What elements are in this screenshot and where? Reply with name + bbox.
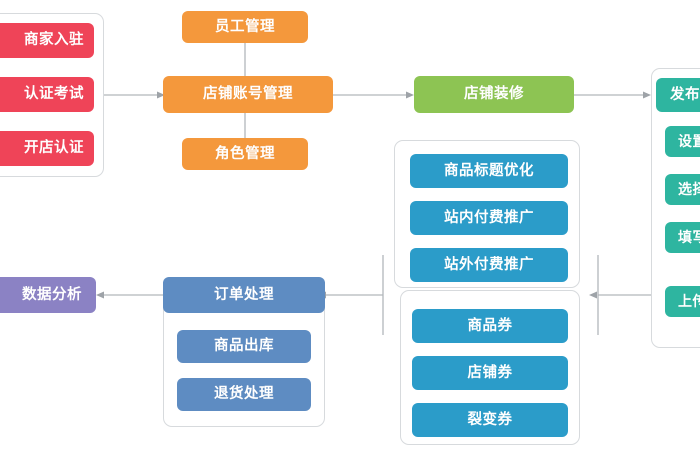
node-shop-coupon[interactable]: 店铺券 bbox=[412, 356, 568, 390]
node-title-optimization[interactable]: 商品标题优化 bbox=[410, 154, 568, 188]
node-shop-decoration[interactable]: 店铺装修 bbox=[414, 76, 574, 113]
arrowhead-analysis bbox=[96, 291, 104, 299]
node-upload-product[interactable]: 上传商品 bbox=[665, 286, 700, 317]
node-select-attribute[interactable]: 选择属性 bbox=[665, 174, 700, 205]
node-shop-certification[interactable]: 开店认证 bbox=[0, 131, 94, 166]
node-data-analysis[interactable]: 数据分析 bbox=[0, 277, 96, 313]
node-staff-management[interactable]: 员工管理 bbox=[182, 11, 308, 43]
node-fission-coupon[interactable]: 裂变券 bbox=[412, 403, 568, 437]
arrowhead-product bbox=[643, 91, 651, 99]
node-return-processing[interactable]: 退货处理 bbox=[177, 378, 311, 411]
node-merchant-entry[interactable]: 商家入驻 bbox=[0, 23, 94, 58]
node-onsite-paid-promo[interactable]: 站内付费推广 bbox=[410, 201, 568, 235]
node-product-outbound[interactable]: 商品出库 bbox=[177, 330, 311, 363]
node-order-processing[interactable]: 订单处理 bbox=[163, 277, 325, 313]
node-shop-account-management[interactable]: 店铺账号管理 bbox=[163, 76, 333, 113]
node-product-release[interactable]: 发布商品 bbox=[656, 78, 700, 112]
node-role-management[interactable]: 角色管理 bbox=[182, 138, 308, 170]
node-set-category[interactable]: 设置类目 bbox=[665, 126, 700, 157]
node-product-coupon[interactable]: 商品券 bbox=[412, 309, 568, 343]
arrowhead-promo-group bbox=[589, 291, 597, 299]
node-certification-exam[interactable]: 认证考试 bbox=[0, 77, 94, 112]
arrowhead-decoration bbox=[406, 91, 414, 99]
node-offsite-paid-promo[interactable]: 站外付费推广 bbox=[410, 248, 568, 282]
node-fill-info[interactable]: 填写信息 bbox=[665, 222, 700, 253]
